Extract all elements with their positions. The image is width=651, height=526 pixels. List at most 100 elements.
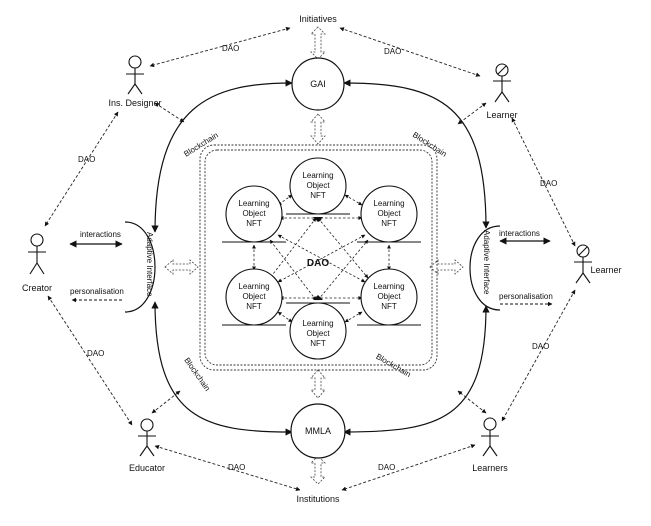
mmla-label: MMLA [305, 426, 331, 436]
mesh-bottom-tr [317, 239, 369, 301]
core-container [199, 144, 438, 371]
institutions-label: Institutions [296, 494, 340, 504]
ring-arc-top-right [343, 79, 490, 229]
blockchain-label-bottom-right: Blockchain [374, 352, 412, 379]
left-personalisation-label: personalisation [70, 287, 124, 296]
ring-arc-bottom-right [343, 305, 490, 436]
initiatives-label: Initiatives [299, 14, 337, 24]
hollow-arrow-mmla-institutions [310, 455, 326, 485]
core-dao-label: DAO [307, 258, 329, 269]
nft-bottom-text-3: NFT [310, 339, 326, 348]
nft-bl-text-2: Object [242, 292, 266, 301]
hollow-arrow-gai-core [310, 113, 326, 145]
blockchain-label-bottom-left: Blockchain [182, 356, 212, 393]
nft-bottom-text-1: Learning [302, 319, 333, 328]
gai-label: GAI [310, 79, 326, 89]
nft-node-top: Learning Object NFT [286, 157, 350, 222]
dao-line-educator-institutions [154, 445, 301, 491]
ring-arc-bottom-left [151, 301, 293, 436]
actor-learners-bottom [481, 417, 499, 457]
dao-label-right-lower: DAO [532, 342, 549, 351]
dao-label-bottom-right: DAO [378, 463, 395, 472]
dao-label-right-upper: DAO [540, 179, 557, 188]
nft-tr-text-1: Learning [373, 199, 404, 208]
nft-top-text-2: Object [306, 181, 330, 190]
blockchain-ring [151, 79, 490, 436]
nft-node-bottom-left: Learning Object NFT [222, 268, 286, 326]
learner-top-label: Learner [486, 110, 517, 120]
mesh-top-tr [344, 194, 363, 206]
nft-top-text-1: Learning [302, 171, 333, 180]
dao-line-learner-learners [501, 289, 576, 422]
mesh-top-br [317, 217, 369, 279]
nft-br-text-1: Learning [373, 282, 404, 291]
educator-head-icon [140, 418, 154, 432]
nft-br-text-3: NFT [381, 302, 397, 311]
nft-top-pin [313, 217, 323, 222]
actor-educator [138, 418, 156, 457]
nft-br-text-2: Object [377, 292, 401, 301]
hollow-arrow-core-right-interface [429, 259, 464, 275]
actor-ins-designer [126, 55, 144, 95]
gai-circle [291, 57, 345, 111]
nft-tl-text-1: Learning [238, 199, 269, 208]
right-personalisation-label: personalisation [499, 292, 553, 301]
dao-line-initiatives-learner [339, 27, 481, 77]
ins-designer-label: Ins. Designer [108, 98, 161, 108]
left-interface-title: Adaptive Interface [145, 232, 154, 297]
left-adaptive-interface: Adaptive Interface interactions personal… [69, 221, 156, 313]
nft-node-bottom: Learning Object NFT [286, 295, 350, 360]
dao-line-learner-learner [511, 117, 576, 247]
mesh-bottom-tl [269, 239, 317, 301]
dao-line-creator-educator [47, 295, 133, 426]
nft-node-top-right: Learning Object NFT [357, 185, 421, 243]
nft-tl-text-3: NFT [246, 219, 262, 228]
right-interface-title: Adaptive Interface [482, 230, 491, 295]
dao-outer-labels: DAO DAO DAO DAO DAO DAO DAO DAO [78, 44, 557, 472]
dao-label-top-left: DAO [222, 44, 239, 53]
hollow-arrow-left-interface-core [164, 259, 199, 275]
nft-tl-text-2: Object [242, 209, 266, 218]
actor-creator [28, 233, 46, 275]
right-adaptive-interface: Adaptive Interface interactions personal… [469, 225, 553, 311]
dao-label-top-right: DAO [384, 47, 401, 56]
gai-hub: GAI [291, 57, 345, 111]
educator-ring-link [151, 390, 181, 414]
creator-label: Creator [22, 283, 52, 293]
right-interactions-label: interactions [499, 229, 540, 238]
dao-outer-connectors [44, 26, 576, 491]
nft-bl-text-1: Learning [238, 282, 269, 291]
nft-tr-text-3: NFT [381, 219, 397, 228]
nft-bl-text-3: NFT [246, 302, 262, 311]
left-interface-bracket [124, 221, 156, 313]
learners-head-icon [483, 417, 497, 431]
dao-line-designer-creator [44, 111, 119, 227]
educator-label: Educator [129, 463, 165, 473]
actor-learner-right [574, 244, 592, 284]
hollow-arrow-initiatives-gai [310, 26, 326, 60]
nft-top-text-3: NFT [310, 191, 326, 200]
creator-head-icon [30, 233, 44, 247]
nft-tr-text-2: Object [377, 209, 401, 218]
hollow-arrows [164, 26, 464, 485]
hollow-arrow-core-mmla [310, 369, 326, 399]
learners-bottom-label: Learners [472, 463, 508, 473]
dao-label-left-upper: DAO [78, 155, 95, 164]
right-interface-bracket [469, 225, 501, 311]
core-outer-box [199, 144, 438, 371]
actor-learner-top [493, 63, 511, 103]
learner-right-label: Learner [590, 265, 621, 275]
dao-line-learners-institutions [341, 444, 476, 491]
mmla-circle [290, 403, 346, 459]
mesh-bottom-bl [277, 311, 293, 323]
dao-line-initiatives-designer [149, 26, 291, 68]
nft-bottom-text-2: Object [306, 329, 330, 338]
mesh-bottom-br [344, 311, 363, 323]
designer-head-icon [128, 55, 142, 69]
mmla-hub: MMLA [290, 403, 346, 459]
ring-arc-top-left [151, 79, 293, 233]
nft-node-top-left: Learning Object NFT [222, 185, 286, 243]
dao-label-bottom-left: DAO [228, 463, 245, 472]
nft-bottom-pin [313, 295, 323, 300]
